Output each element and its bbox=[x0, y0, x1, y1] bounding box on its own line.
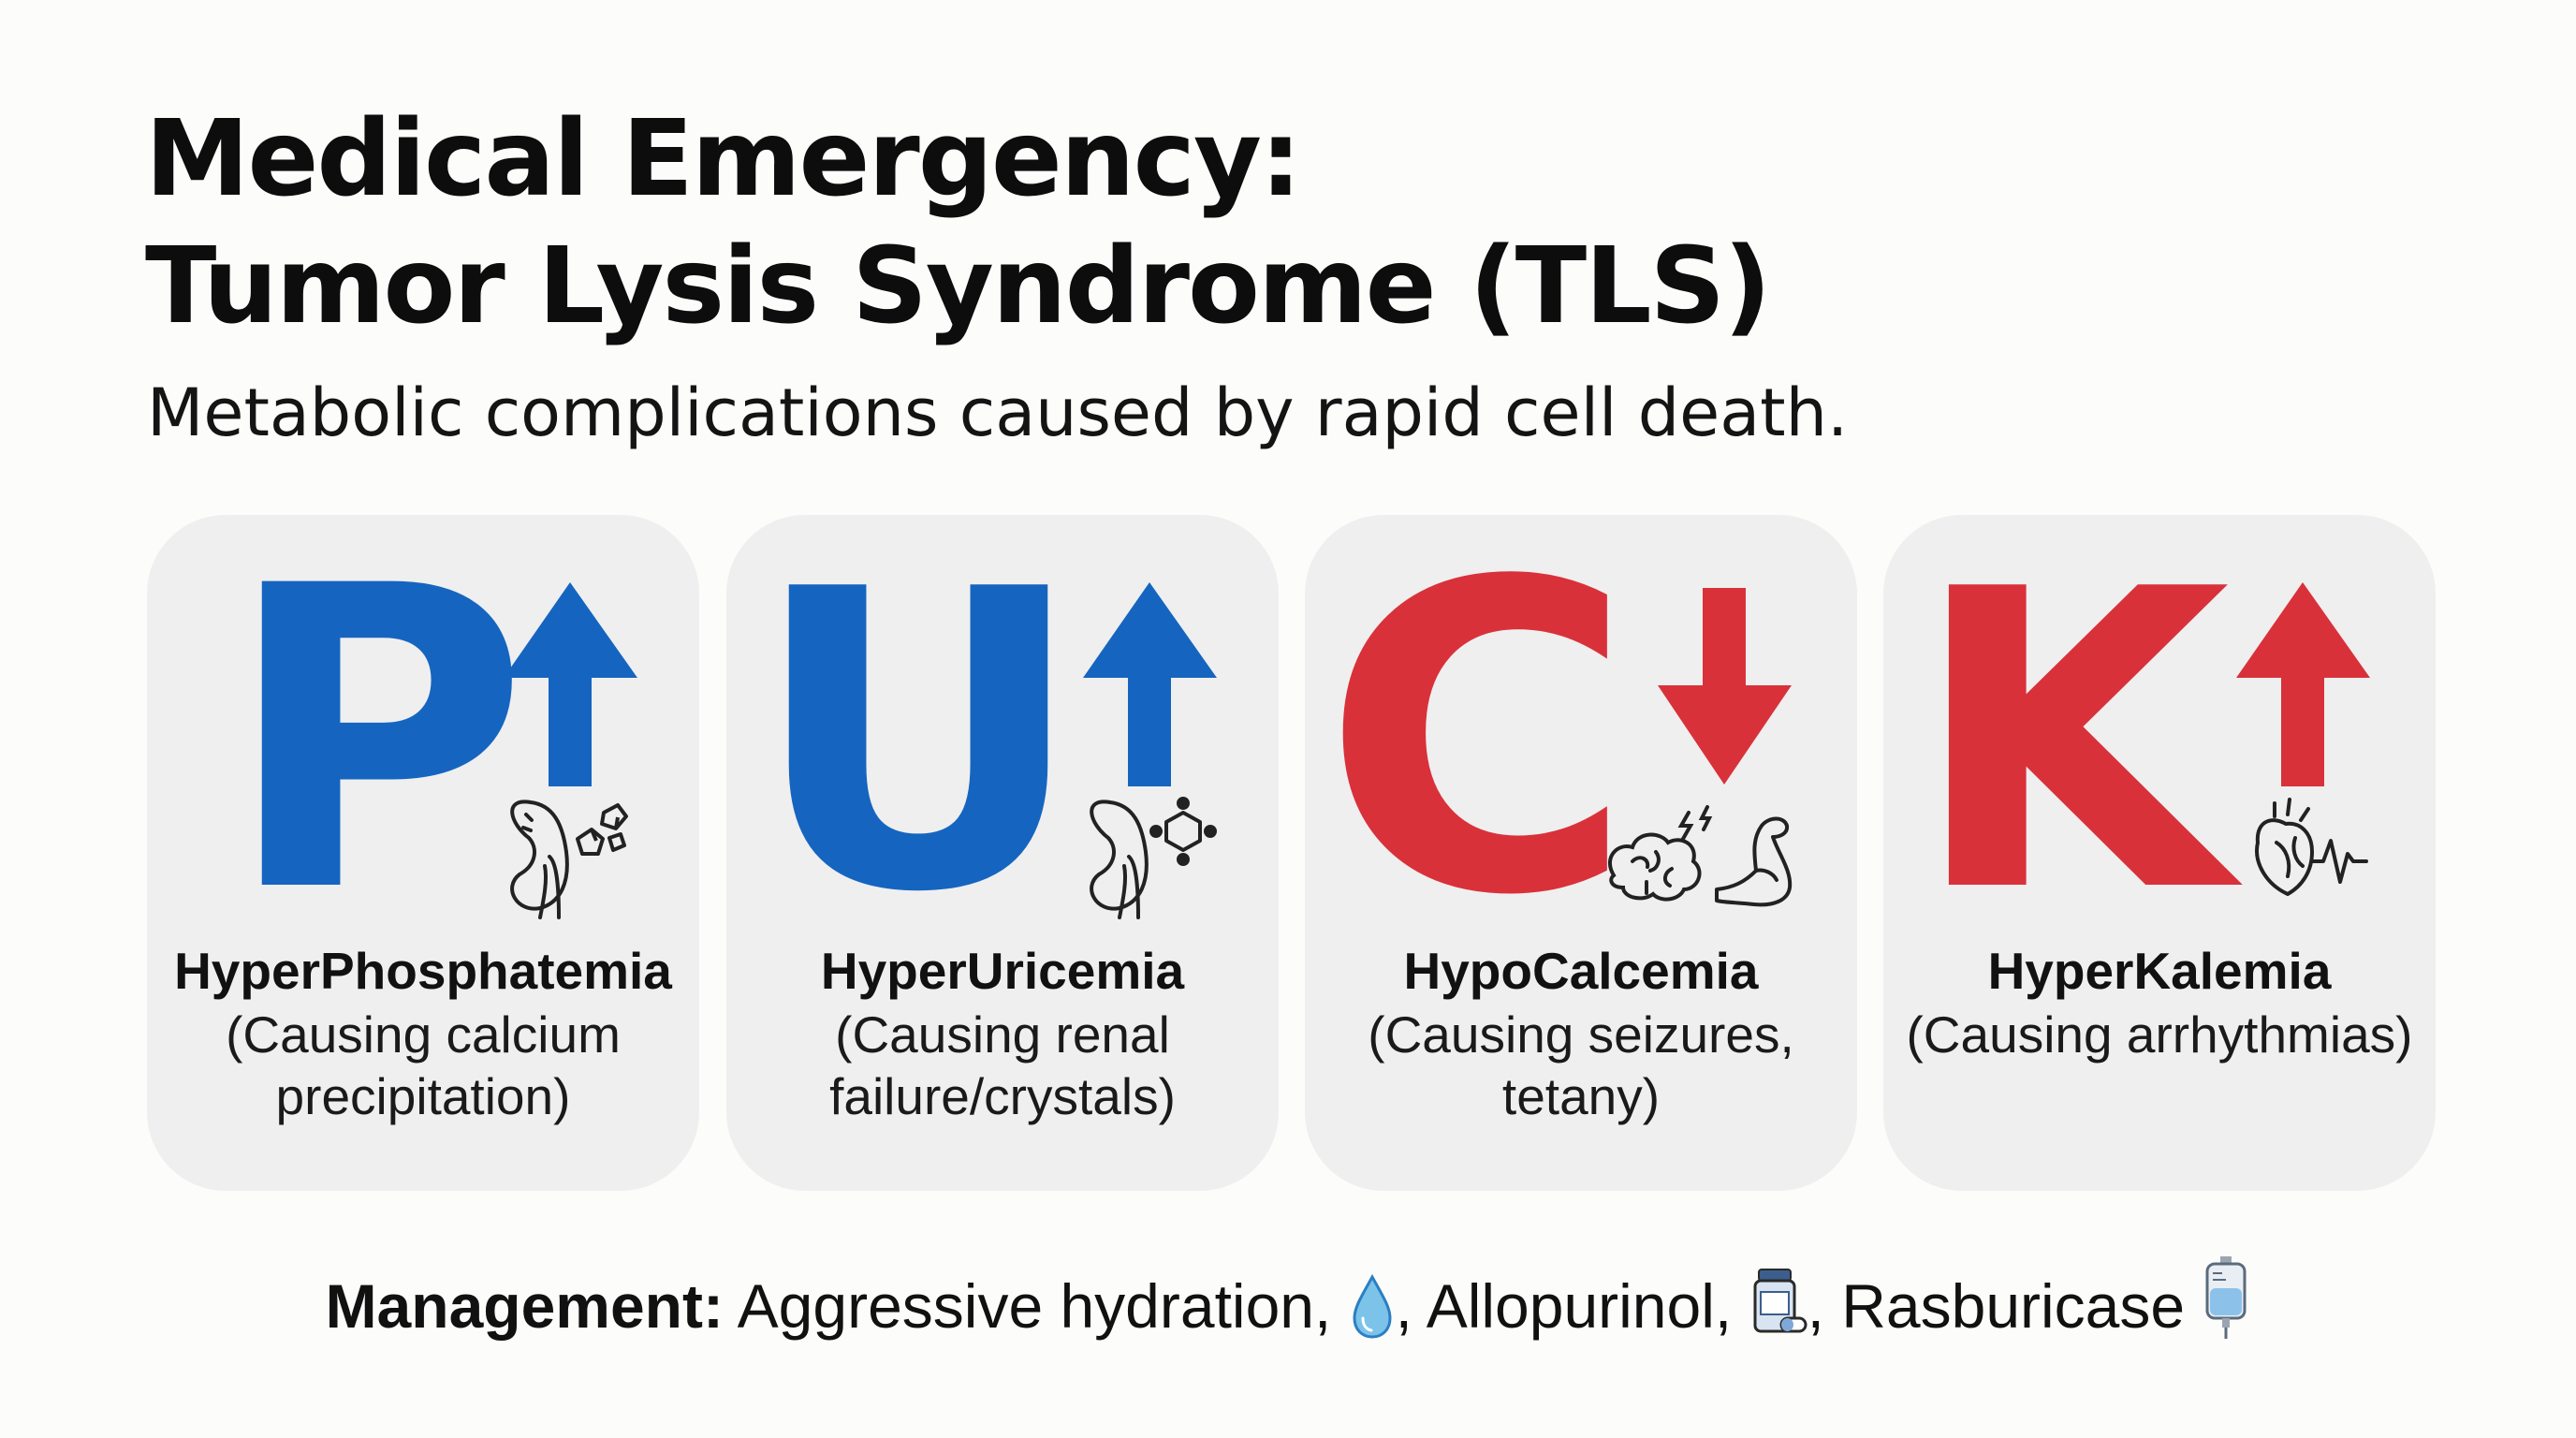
kidney-icon bbox=[1090, 800, 1149, 919]
molecule-icon bbox=[1149, 797, 1217, 866]
letter-p: P bbox=[224, 515, 529, 946]
management-line: Management: Aggressive hydration, , Allo… bbox=[0, 1255, 2576, 1348]
muscle-icon bbox=[1715, 816, 1793, 907]
card-hyperuricemia: U HyperUricemia (Causing renal failure/c… bbox=[726, 515, 1279, 1191]
management-label: Management: bbox=[325, 1271, 724, 1341]
management-item-allopurinol: , Allopurinol, bbox=[1395, 1271, 1733, 1341]
card-title: HyperPhosphatemia bbox=[174, 942, 672, 1000]
arrow-up-icon bbox=[504, 582, 637, 786]
management-item-hydration: Aggressive hydration, bbox=[737, 1271, 1332, 1341]
card-hyperkalemia: K HyperKalemia (Causing arrhythmias) bbox=[1883, 515, 2436, 1191]
heart-icon bbox=[2255, 798, 2314, 896]
card-description: (Causing calcium precipitation) bbox=[226, 1005, 621, 1125]
card-description: (Causing arrhythmias) bbox=[1906, 1005, 2413, 1064]
title-line-1: Medical Emergency: bbox=[145, 98, 1302, 220]
page-title: Medical Emergency: Tumor Lysis Syndrome … bbox=[145, 95, 1771, 350]
ecg-icon bbox=[2310, 839, 2368, 884]
arrow-up-icon bbox=[2236, 582, 2370, 786]
card-description: (Causing renal failure/crystals) bbox=[829, 1005, 1176, 1125]
letter-c: C bbox=[1322, 515, 1634, 946]
kidney-icon bbox=[510, 800, 569, 919]
card-glyph: K bbox=[1911, 515, 2370, 946]
medicine-bottle-icon bbox=[1753, 1269, 1808, 1333]
arrow-up-icon bbox=[1083, 582, 1217, 786]
title-line-2: Tumor Lysis Syndrome (TLS) bbox=[145, 226, 1771, 347]
card-title: HyperKalemia bbox=[1987, 942, 2332, 1000]
letter-u: U bbox=[751, 515, 1085, 946]
arrow-down-icon bbox=[1658, 588, 1792, 785]
water-drop-icon bbox=[1353, 1273, 1392, 1339]
management-item-rasburicase: , Rasburicase bbox=[1807, 1271, 2186, 1341]
card-title: HyperUricemia bbox=[820, 942, 1185, 1000]
card-hyperphosphatemia: P HyperPhosphatemia (Causing calcium pre… bbox=[147, 515, 699, 1191]
crystal-icon bbox=[576, 803, 628, 856]
subtitle: Metabolic complications caused by rapid … bbox=[147, 374, 1849, 451]
card-hypocalcemia: C HypoCalcemia (Causing seizures, tetany… bbox=[1305, 515, 1857, 1191]
card-glyph: C bbox=[1322, 515, 1793, 946]
card-glyph: U bbox=[751, 515, 1217, 946]
card-title: HypoCalcemia bbox=[1403, 942, 1759, 1000]
card-glyph: P bbox=[224, 515, 637, 946]
card-description: (Causing seizures, tetany) bbox=[1368, 1005, 1794, 1125]
iv-bag-icon bbox=[2205, 1256, 2247, 1339]
letter-k: K bbox=[1911, 515, 2247, 946]
brain-icon bbox=[1607, 805, 1713, 902]
